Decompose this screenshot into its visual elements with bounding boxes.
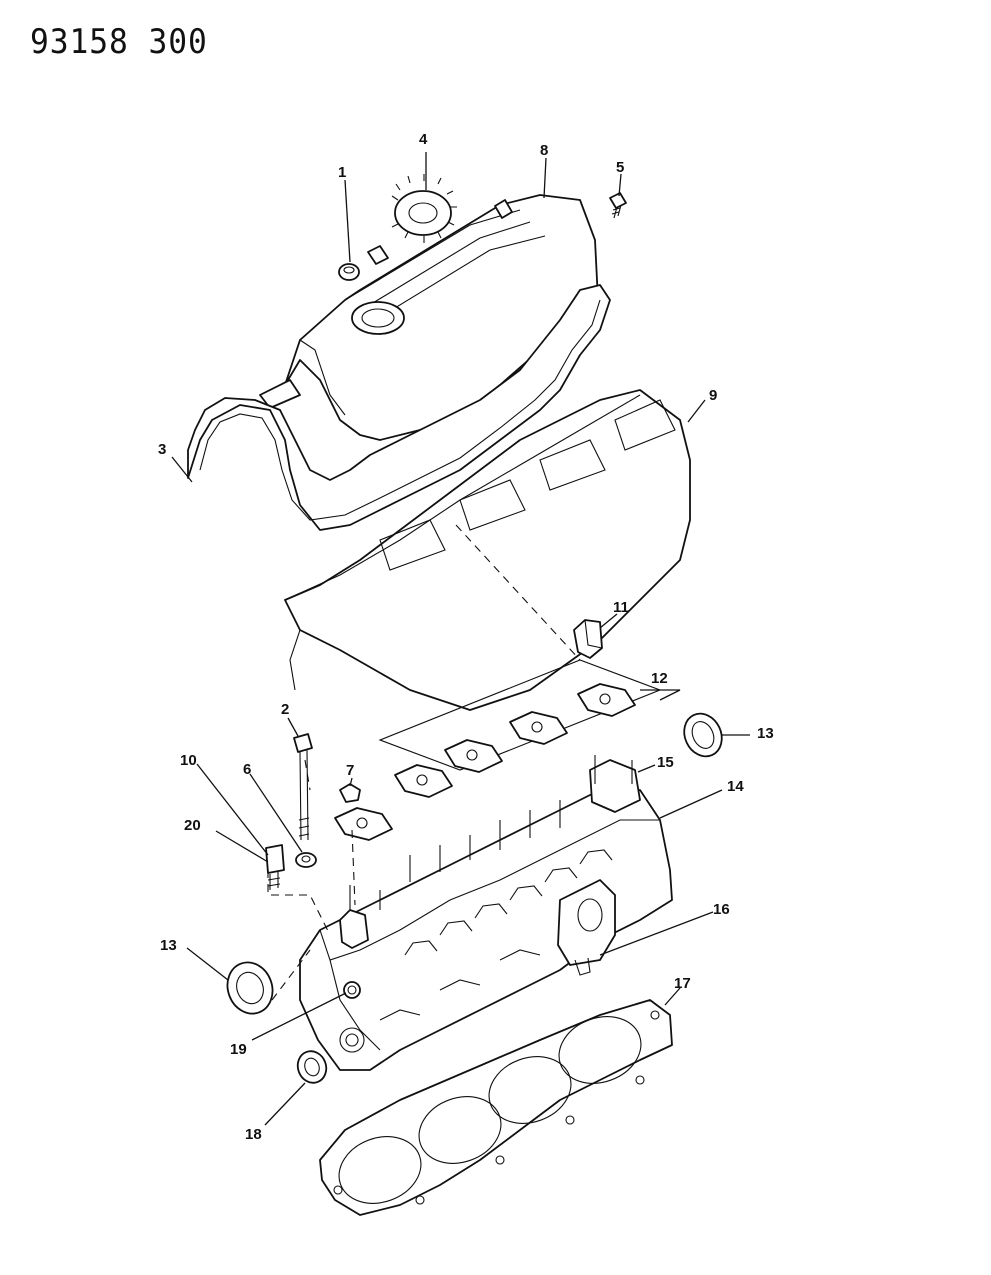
head-gasket [319,999,673,1216]
callout-16: 16 [713,901,730,918]
valve-cover-gasket [187,284,611,531]
callout-19: 19 [230,1041,247,1058]
stud [265,844,285,890]
expansion-plug [296,1050,328,1084]
cover-bolt [609,192,627,219]
callout-13-left: 13 [160,937,177,954]
callout-6: 6 [243,761,251,778]
callout-4: 4 [419,131,428,148]
cam-bearing-caps [334,659,662,841]
callout-7: 7 [346,762,354,779]
callout-8: 8 [540,142,548,159]
leader-lines [171,152,750,1126]
grommet [338,263,360,281]
head-bolt-washer [295,852,317,868]
callout-3: 3 [158,441,166,458]
callout-13-right: 13 [757,725,774,742]
head-bolt [293,733,313,841]
callout-1: 1 [338,164,346,181]
callout-labels: 1 4 8 5 9 3 11 12 2 13 10 7 6 15 14 20 1… [158,131,774,1143]
cap-nut [339,783,361,803]
callout-15: 15 [657,754,674,771]
oil-filler-cap [391,174,457,243]
camshaft-seal-left [226,961,274,1015]
callout-5: 5 [616,159,624,176]
callout-10: 10 [180,752,197,769]
callout-14: 14 [727,778,744,795]
cylinder-head [299,755,673,1071]
cover-bracket [573,619,603,659]
callout-20: 20 [184,817,201,834]
callout-11: 11 [613,599,629,616]
alignment-lines [267,524,581,1001]
camshaft-seal-right [683,712,723,758]
callout-2: 2 [281,701,289,718]
callout-12: 12 [651,670,668,687]
document-id: 93158 300 [30,22,208,62]
callout-18: 18 [245,1126,262,1143]
callout-9: 9 [709,387,717,404]
callout-17: 17 [674,975,691,992]
plug-small [343,981,361,999]
